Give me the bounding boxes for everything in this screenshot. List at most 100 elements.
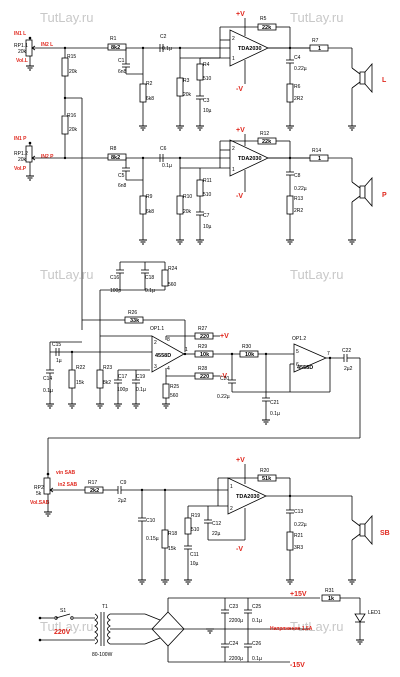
op1-1-pin1: 1 [185, 347, 188, 353]
c4-value: 0.22µ [294, 66, 307, 72]
r7-label: R7 [312, 38, 319, 44]
op1-2-pin7: 7 [327, 351, 330, 357]
c16-value: 100p [110, 288, 121, 294]
sub-plus-supply: +V [236, 457, 245, 464]
supply-current-note: Напряжение 1,5А [270, 626, 313, 632]
c15-value: 1µ [56, 358, 62, 364]
ground-symbol [184, 579, 192, 585]
c20-value: 0.22µ [217, 394, 230, 400]
r21-label: R21 [294, 533, 303, 539]
ground-symbol [138, 579, 146, 585]
c22-label: C22 [342, 348, 351, 354]
left-channel: IN1 L RP1.1 20k Vol.L IN2 L R15 20k R1 8… [14, 11, 387, 131]
r3-value: 20k [183, 92, 192, 98]
r20-label: R20 [260, 468, 269, 474]
c11-value: 10µ [190, 561, 199, 567]
op1-2-opamp [293, 343, 327, 373]
ground-symbol [114, 403, 122, 409]
led1-label: LED1 [368, 610, 381, 616]
c4-label: C4 [294, 55, 301, 61]
rp2-potentiometer [43, 477, 51, 495]
output-l-label: L [382, 77, 387, 84]
watermark: TutLay.ru [290, 10, 343, 25]
da1-pin2: 2 [232, 36, 235, 42]
speaker-sb [359, 523, 366, 537]
r6-value: 2R2 [294, 96, 303, 102]
rp1-1-label: RP1.1 [14, 43, 28, 49]
r18-label: R18 [168, 531, 177, 537]
da2-minus-supply: -V [236, 193, 243, 200]
r28-value: 220 [200, 374, 209, 380]
c1-value: 6n8 [118, 69, 127, 75]
c18-value: 0.1µ [145, 288, 155, 294]
rp1-1-value: 20k [18, 49, 27, 55]
ground-symbol [44, 511, 52, 517]
op1-1-pin8: 8 [167, 337, 170, 343]
mains-voltage-label: 220V [54, 629, 71, 636]
r22-value: 15k [76, 380, 85, 386]
ground-symbol [161, 579, 169, 585]
r25-label: R25 [170, 384, 179, 390]
input-label-in1-l: IN1 L [14, 31, 26, 37]
ground-symbol [132, 403, 140, 409]
c22-value: 2µ2 [344, 366, 353, 372]
rp1-2-label: RP1.2 [14, 151, 28, 157]
c8-value: 0.22µ [294, 186, 307, 192]
c6-value: 0.1µ [162, 163, 172, 169]
r1-resistor [107, 43, 127, 51]
r29-value: 10k [200, 352, 210, 358]
c24-value: 2200µ [229, 656, 243, 662]
r14-value: 1 [318, 156, 321, 162]
op1-2-pin5: 5 [296, 349, 299, 355]
ground-symbol [139, 125, 147, 131]
r26-value: 33k [130, 318, 140, 324]
t1-label: T1 [102, 604, 108, 610]
c2-value: 0.1µ [162, 46, 172, 52]
c12-value: 22µ [212, 531, 221, 537]
ground-symbol [196, 125, 204, 131]
rp2-label: RP2 [34, 485, 44, 491]
r16-bridge: R16 20k [61, 97, 83, 330]
op1-2-pin6: 6 [296, 362, 299, 368]
r13-value: 2R2 [294, 208, 303, 214]
op1-1-opamp [151, 335, 185, 373]
c20-label: C20 [220, 376, 229, 382]
watermarks: TutLay.ru TutLay.ru TutLay.ru TutLay.ru … [40, 10, 343, 634]
r8-resistor [107, 153, 127, 161]
ground-symbol [139, 239, 147, 245]
r13-label: R13 [294, 196, 303, 202]
r14-label: R14 [312, 148, 321, 154]
rp1-2-value: 20k [18, 157, 27, 163]
da2-label: TDA2030 [238, 156, 262, 162]
sub-amplifier: vin SAB RP2 5k Vol.SAB in2 SAB R17 2k2 C… [30, 438, 390, 585]
c10-label: C10 [146, 518, 155, 524]
op1-1-label: OP1.1 [150, 326, 164, 332]
c14-value: 0.1µ [43, 388, 53, 394]
ground-symbol [356, 639, 364, 645]
input-label-in2-sab: in2 SAB [58, 482, 78, 488]
r9-label: R9 [146, 194, 153, 200]
r10-label: R10 [183, 194, 192, 200]
r7-value: 1 [318, 46, 321, 52]
t1-primary [94, 613, 98, 645]
ground-symbol [206, 628, 214, 634]
r21-value: 3R3 [294, 545, 303, 551]
speaker-p-cone [364, 176, 373, 208]
r5-label: R5 [260, 16, 267, 22]
output-p-label: P [382, 192, 387, 199]
c17-label: C17 [118, 374, 127, 380]
r19-value: 510 [191, 527, 200, 533]
r6-resistor [286, 83, 294, 103]
watermark: TutLay.ru [40, 267, 93, 282]
r18-value: 15k [168, 546, 177, 552]
vol-p-label: Vol.P [14, 166, 27, 172]
r12-value: 22k [262, 139, 272, 145]
c15-label: C15 [52, 342, 61, 348]
c25-value: 0.1µ [252, 618, 262, 624]
s1-label: S1 [60, 608, 66, 614]
ground-symbol [348, 125, 356, 131]
op1-2-chip: 4558D [297, 365, 313, 371]
vol-sab-label: Vol.SAB [30, 500, 50, 506]
c11-label: C11 [190, 552, 199, 558]
r11-value: 510 [203, 192, 212, 198]
